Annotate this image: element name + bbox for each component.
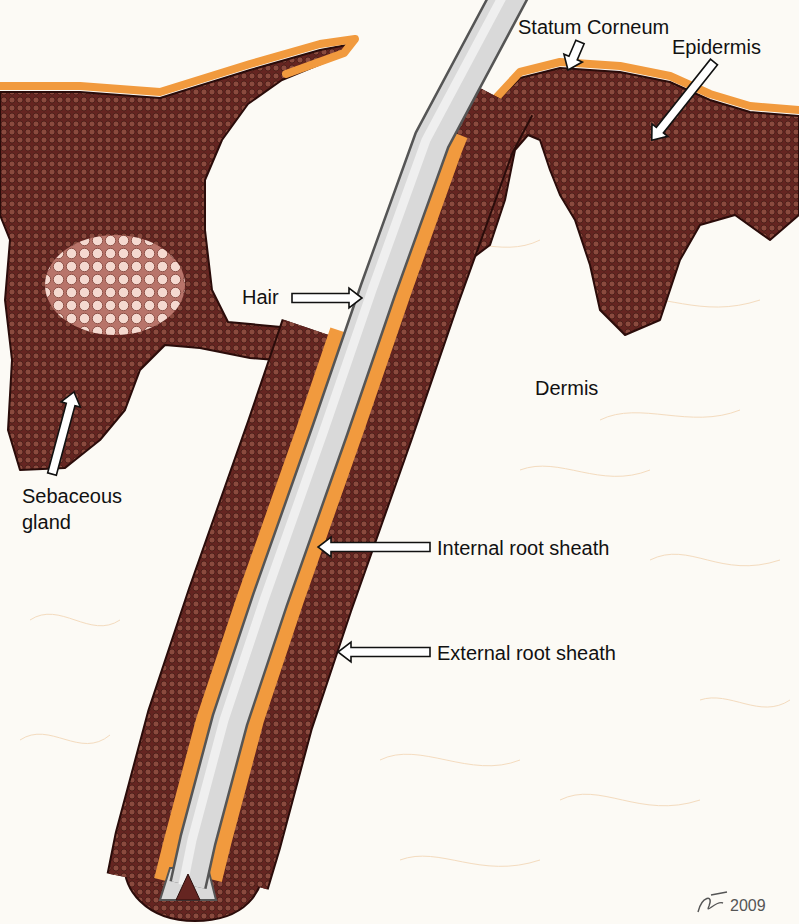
part-label: Statum Corneum bbox=[518, 16, 669, 38]
hair-outline bbox=[188, 0, 512, 885]
label: Hair bbox=[242, 284, 279, 310]
fiber bbox=[20, 734, 110, 743]
stratum-corneum bbox=[496, 62, 799, 110]
label: External root sheath bbox=[437, 640, 616, 666]
sebaceous-cells bbox=[45, 235, 185, 335]
fiber bbox=[30, 614, 120, 626]
part-label: External root sheath bbox=[437, 642, 616, 664]
pointer-arrow bbox=[338, 642, 430, 662]
internal-root-sheath bbox=[214, 135, 460, 880]
fiber bbox=[700, 698, 790, 707]
label: Statum Corneum bbox=[518, 14, 669, 40]
pointer-arrow bbox=[318, 537, 430, 557]
label: Sebaceous gland bbox=[22, 483, 142, 535]
signature bbox=[698, 892, 727, 912]
label: Epidermis bbox=[672, 34, 761, 60]
part-label: Internal root sheath bbox=[437, 537, 609, 559]
pointer-arrow bbox=[644, 56, 722, 147]
fiber bbox=[650, 554, 780, 566]
hair-shaft bbox=[188, 0, 512, 885]
pointer-arrow bbox=[292, 288, 362, 308]
part-label: Hair bbox=[242, 286, 279, 308]
fiber bbox=[520, 466, 650, 476]
label: Dermis bbox=[535, 375, 598, 401]
dermal-papilla bbox=[176, 874, 200, 900]
part-label: Sebaceous gland bbox=[22, 485, 122, 533]
fiber bbox=[600, 410, 740, 420]
label: Internal root sheath bbox=[437, 535, 609, 561]
signature-year: 2009 bbox=[730, 897, 766, 914]
fiber bbox=[400, 856, 540, 866]
label: 2009 bbox=[730, 896, 766, 917]
part-label: Dermis bbox=[535, 377, 598, 399]
part-label: Epidermis bbox=[672, 36, 761, 58]
fiber bbox=[560, 794, 700, 806]
pointer-arrow bbox=[42, 389, 83, 476]
hair-highlight bbox=[183, 0, 506, 885]
stratum-corneum bbox=[0, 39, 355, 92]
fiber bbox=[380, 754, 520, 766]
pointer-arrow bbox=[559, 38, 589, 74]
